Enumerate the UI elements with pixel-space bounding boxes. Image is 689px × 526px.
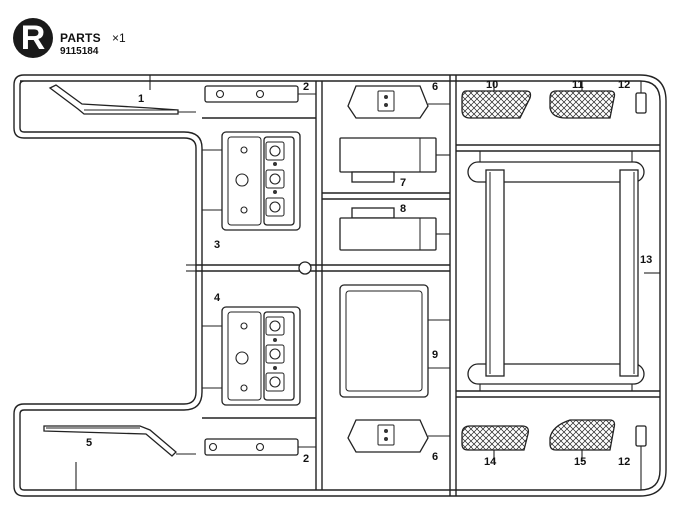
header: R PARTS ×1 9115184 [0, 0, 689, 70]
part-code: 9115184 [60, 46, 99, 57]
part-number-1: 1 [138, 93, 144, 105]
part-number-14: 14 [484, 456, 497, 468]
sprue-letter-badge: R [13, 18, 53, 58]
part-6-top: 6 [347, 81, 450, 119]
parts-quantity: ×1 [112, 31, 126, 45]
part-8: 8 [339, 203, 450, 251]
part-7: 7 [339, 137, 450, 189]
part-number-11: 11 [572, 79, 584, 91]
part-number-12-top: 12 [618, 79, 630, 91]
part-12-bottom: 12 [618, 425, 647, 490]
part-2-bottom: 2 [204, 438, 316, 465]
part-number-10: 10 [486, 79, 498, 91]
part-number-15: 15 [574, 456, 586, 468]
part-9: 9 [339, 284, 450, 398]
part-number-4: 4 [214, 292, 221, 304]
part-number-6-top: 6 [432, 81, 438, 93]
part-number-7: 7 [400, 177, 406, 189]
part-5: 5 [43, 425, 196, 457]
part-3: 3 [202, 131, 301, 251]
part-12-top: 12 [618, 79, 647, 114]
part-number-2-bottom: 2 [303, 453, 309, 465]
part-number-2-top: 2 [303, 81, 309, 93]
part-number-3: 3 [214, 239, 220, 251]
part-number-8: 8 [400, 203, 406, 215]
part-number-9: 9 [432, 349, 438, 361]
part-13: 13 [467, 151, 660, 391]
part-15: 15 [549, 419, 616, 468]
part-4: 4 [202, 292, 301, 406]
part-number-12-bottom: 12 [618, 456, 630, 468]
sprue-frame [13, 74, 667, 497]
part-number-6-bottom: 6 [432, 451, 438, 463]
part-6-bottom: 6 [347, 419, 450, 463]
part-number-13: 13 [640, 254, 652, 266]
part-1: 1 [48, 84, 196, 115]
part-number-5: 5 [86, 437, 92, 449]
parts-label: PARTS [60, 31, 101, 45]
part-2-top: 2 [204, 81, 316, 103]
part-14: 14 [461, 425, 530, 468]
part-11: 11 [549, 79, 616, 119]
part-10: 10 [461, 79, 532, 119]
